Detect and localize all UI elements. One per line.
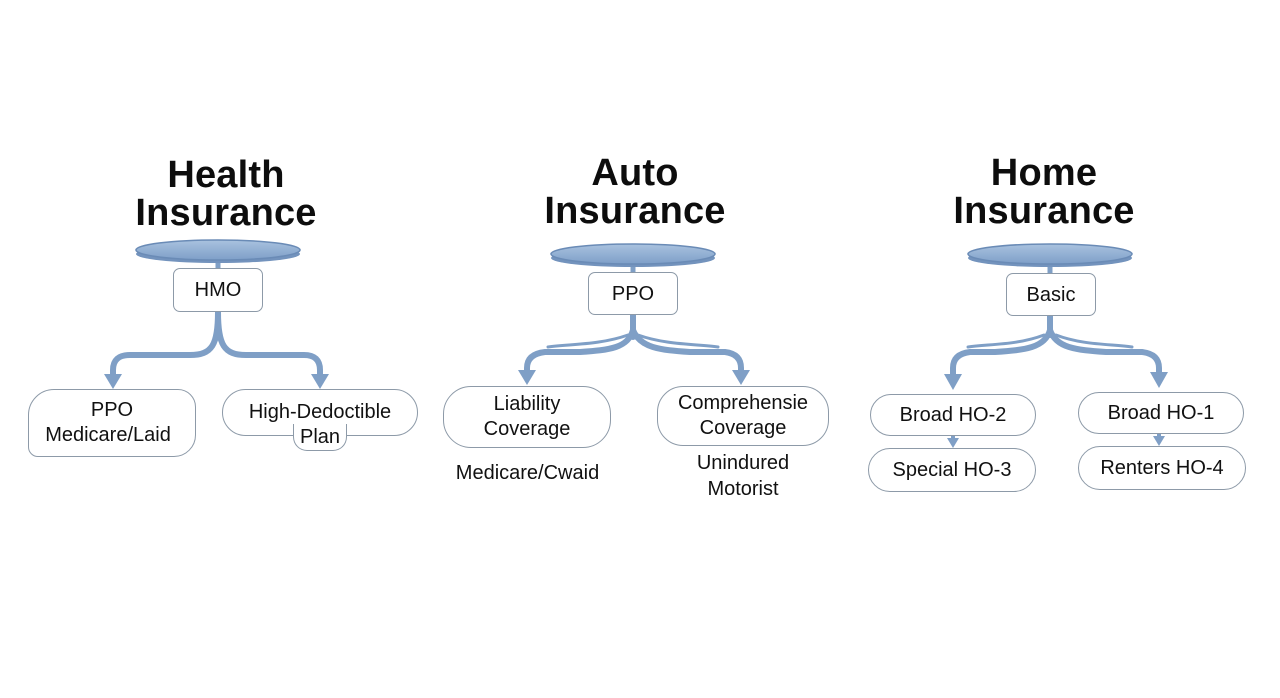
home-left-top-node: Broad HO-2 — [870, 394, 1036, 436]
auto-right-line1: Comprehensie — [677, 392, 809, 414]
home-right-top-text: Broad HO-1 — [1107, 401, 1215, 424]
home-title: Home Insurance — [884, 154, 1204, 230]
auto-left-line1: Liability — [493, 393, 561, 415]
health-right-line2: Plan — [292, 424, 348, 451]
health-arrow-left-icon — [104, 374, 122, 389]
health-right-node-line2-wrap: Plan — [270, 424, 370, 451]
health-root-node: HMO — [173, 268, 263, 312]
auto-left-line2: Coverage — [483, 418, 571, 440]
home-title-line2: Insurance — [953, 190, 1135, 232]
health-right-node: High-Dedoctible — [222, 389, 418, 436]
health-title: Health Insurance — [66, 156, 386, 232]
home-arrow-right-icon — [1150, 372, 1168, 388]
auto-arrow-left-icon — [518, 370, 536, 385]
health-disc-icon — [135, 239, 301, 263]
home-root-node: Basic — [1006, 273, 1096, 316]
health-left-node: PPO Medicare/Laid — [28, 389, 196, 457]
auto-right-node: Comprehensie Coverage — [657, 386, 829, 446]
auto-title-line2: Insurance — [544, 190, 726, 232]
auto-below-left: Medicare/Cwaid — [430, 460, 625, 486]
auto-title-line1: Auto — [591, 152, 679, 194]
home-title-line1: Home — [990, 152, 1098, 194]
auto-right-line2: Coverage — [699, 417, 787, 439]
home-left-bottom-node: Special HO-3 — [868, 448, 1036, 492]
home-arrow-left-icon — [944, 374, 962, 390]
auto-below-right-line1: Unindured — [696, 452, 790, 474]
auto-arrow-right-icon — [732, 370, 750, 385]
auto-disc-icon — [550, 243, 716, 267]
home-right-top-node: Broad HO-1 — [1078, 392, 1244, 434]
home-disc-icon — [967, 243, 1133, 267]
home-right-bottom-text: Renters HO-4 — [1100, 456, 1224, 479]
auto-title: Auto Insurance — [475, 154, 795, 230]
home-left-top-text: Broad HO-2 — [899, 403, 1007, 426]
auto-left-node: Liability Coverage — [443, 386, 611, 448]
health-left-line1: PPO — [90, 399, 134, 421]
home-right-bottom-node: Renters HO-4 — [1078, 446, 1246, 490]
auto-below-right: Unindured Motorist — [668, 450, 818, 502]
home-arrow-left-small-icon — [947, 438, 959, 448]
health-title-line2: Insurance — [135, 192, 317, 234]
health-left-line2: Medicare/Laid — [45, 424, 171, 446]
health-title-line1: Health — [167, 154, 285, 196]
home-left-bottom-text: Special HO-3 — [892, 458, 1012, 481]
auto-below-left-text: Medicare/Cwaid — [455, 462, 600, 484]
health-arrow-right-icon — [311, 374, 329, 389]
auto-below-right-line2: Motorist — [707, 478, 779, 500]
health-right-line1: High-Dedoctible — [248, 401, 392, 423]
home-arrow-right-small-icon — [1153, 436, 1165, 446]
auto-root-node: PPO — [588, 272, 678, 315]
